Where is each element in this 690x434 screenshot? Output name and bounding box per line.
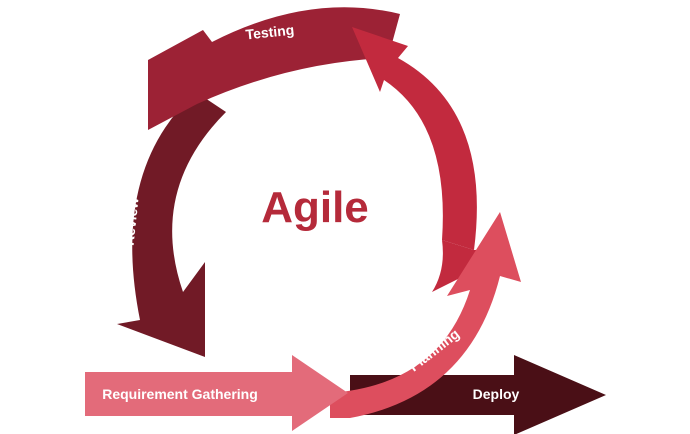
- stage-label-review: Review: [121, 197, 142, 247]
- planning-arrow: [330, 212, 521, 418]
- stage-label-requirement-gathering: Requirement Gathering: [102, 386, 258, 402]
- center-title: Agile: [261, 183, 369, 232]
- testing-arrow: [148, 7, 400, 130]
- development-arrow: [352, 27, 477, 250]
- development-arrow-lower: [432, 240, 485, 292]
- stage-label-testing: Testing: [245, 22, 295, 43]
- stage-label-deploy: Deploy: [473, 386, 520, 402]
- deploy-arrow: [350, 355, 606, 434]
- review-arrow: [117, 92, 226, 357]
- requirement-gathering-arrow: [85, 355, 348, 431]
